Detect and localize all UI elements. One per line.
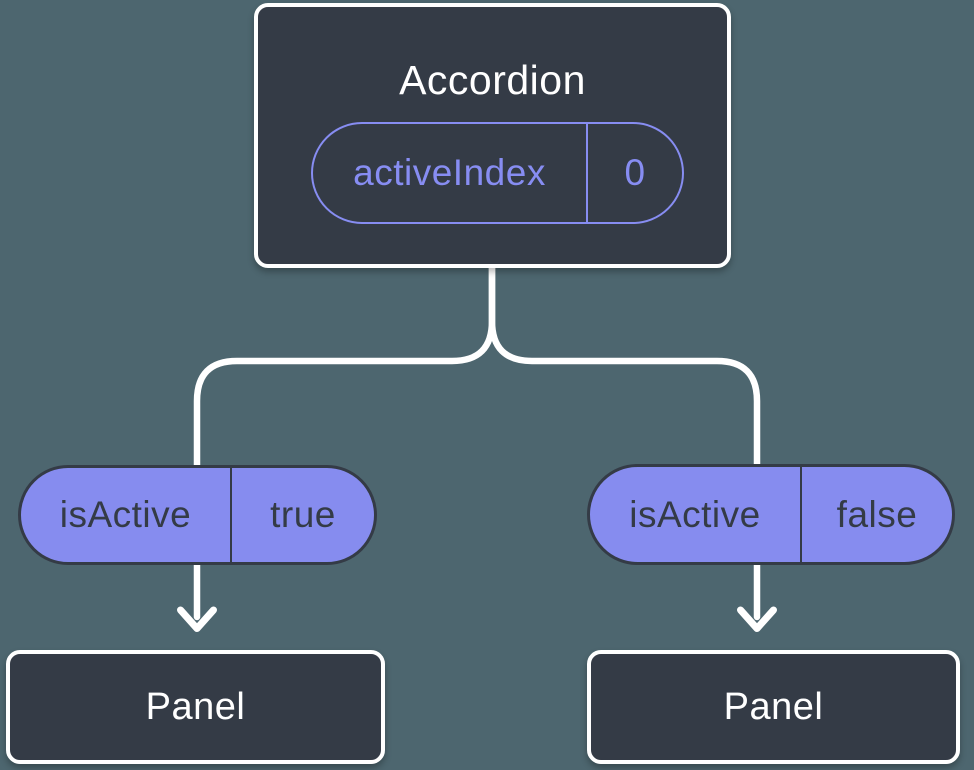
panel-node-title: Panel bbox=[145, 685, 246, 728]
fork-connector-right-branch bbox=[488, 263, 761, 471]
panel-node-title: Panel bbox=[723, 685, 824, 728]
panel-component-node-left: Panel bbox=[6, 650, 385, 764]
prop-pill-isactive-false: isActive false bbox=[587, 464, 955, 565]
state-pill-label: activeIndex bbox=[313, 124, 588, 222]
state-pill-value: 0 bbox=[624, 152, 646, 193]
fork-connector-left-branch bbox=[193, 263, 496, 471]
arrow-down-icon bbox=[737, 606, 777, 632]
state-pill: activeIndex 0 bbox=[311, 122, 684, 224]
arrow-down-icon bbox=[177, 606, 217, 632]
prop-pill-label: isActive bbox=[590, 467, 802, 562]
panel-component-node-right: Panel bbox=[587, 650, 960, 764]
accordion-node-title: Accordion bbox=[399, 57, 586, 103]
prop-pill-value: true bbox=[270, 494, 336, 535]
accordion-component-node: Accordion activeIndex 0 bbox=[254, 3, 731, 268]
prop-pill-value: false bbox=[836, 493, 918, 535]
prop-pill-label: isActive bbox=[21, 468, 232, 562]
prop-pill-isactive-true: isActive true bbox=[18, 465, 377, 565]
